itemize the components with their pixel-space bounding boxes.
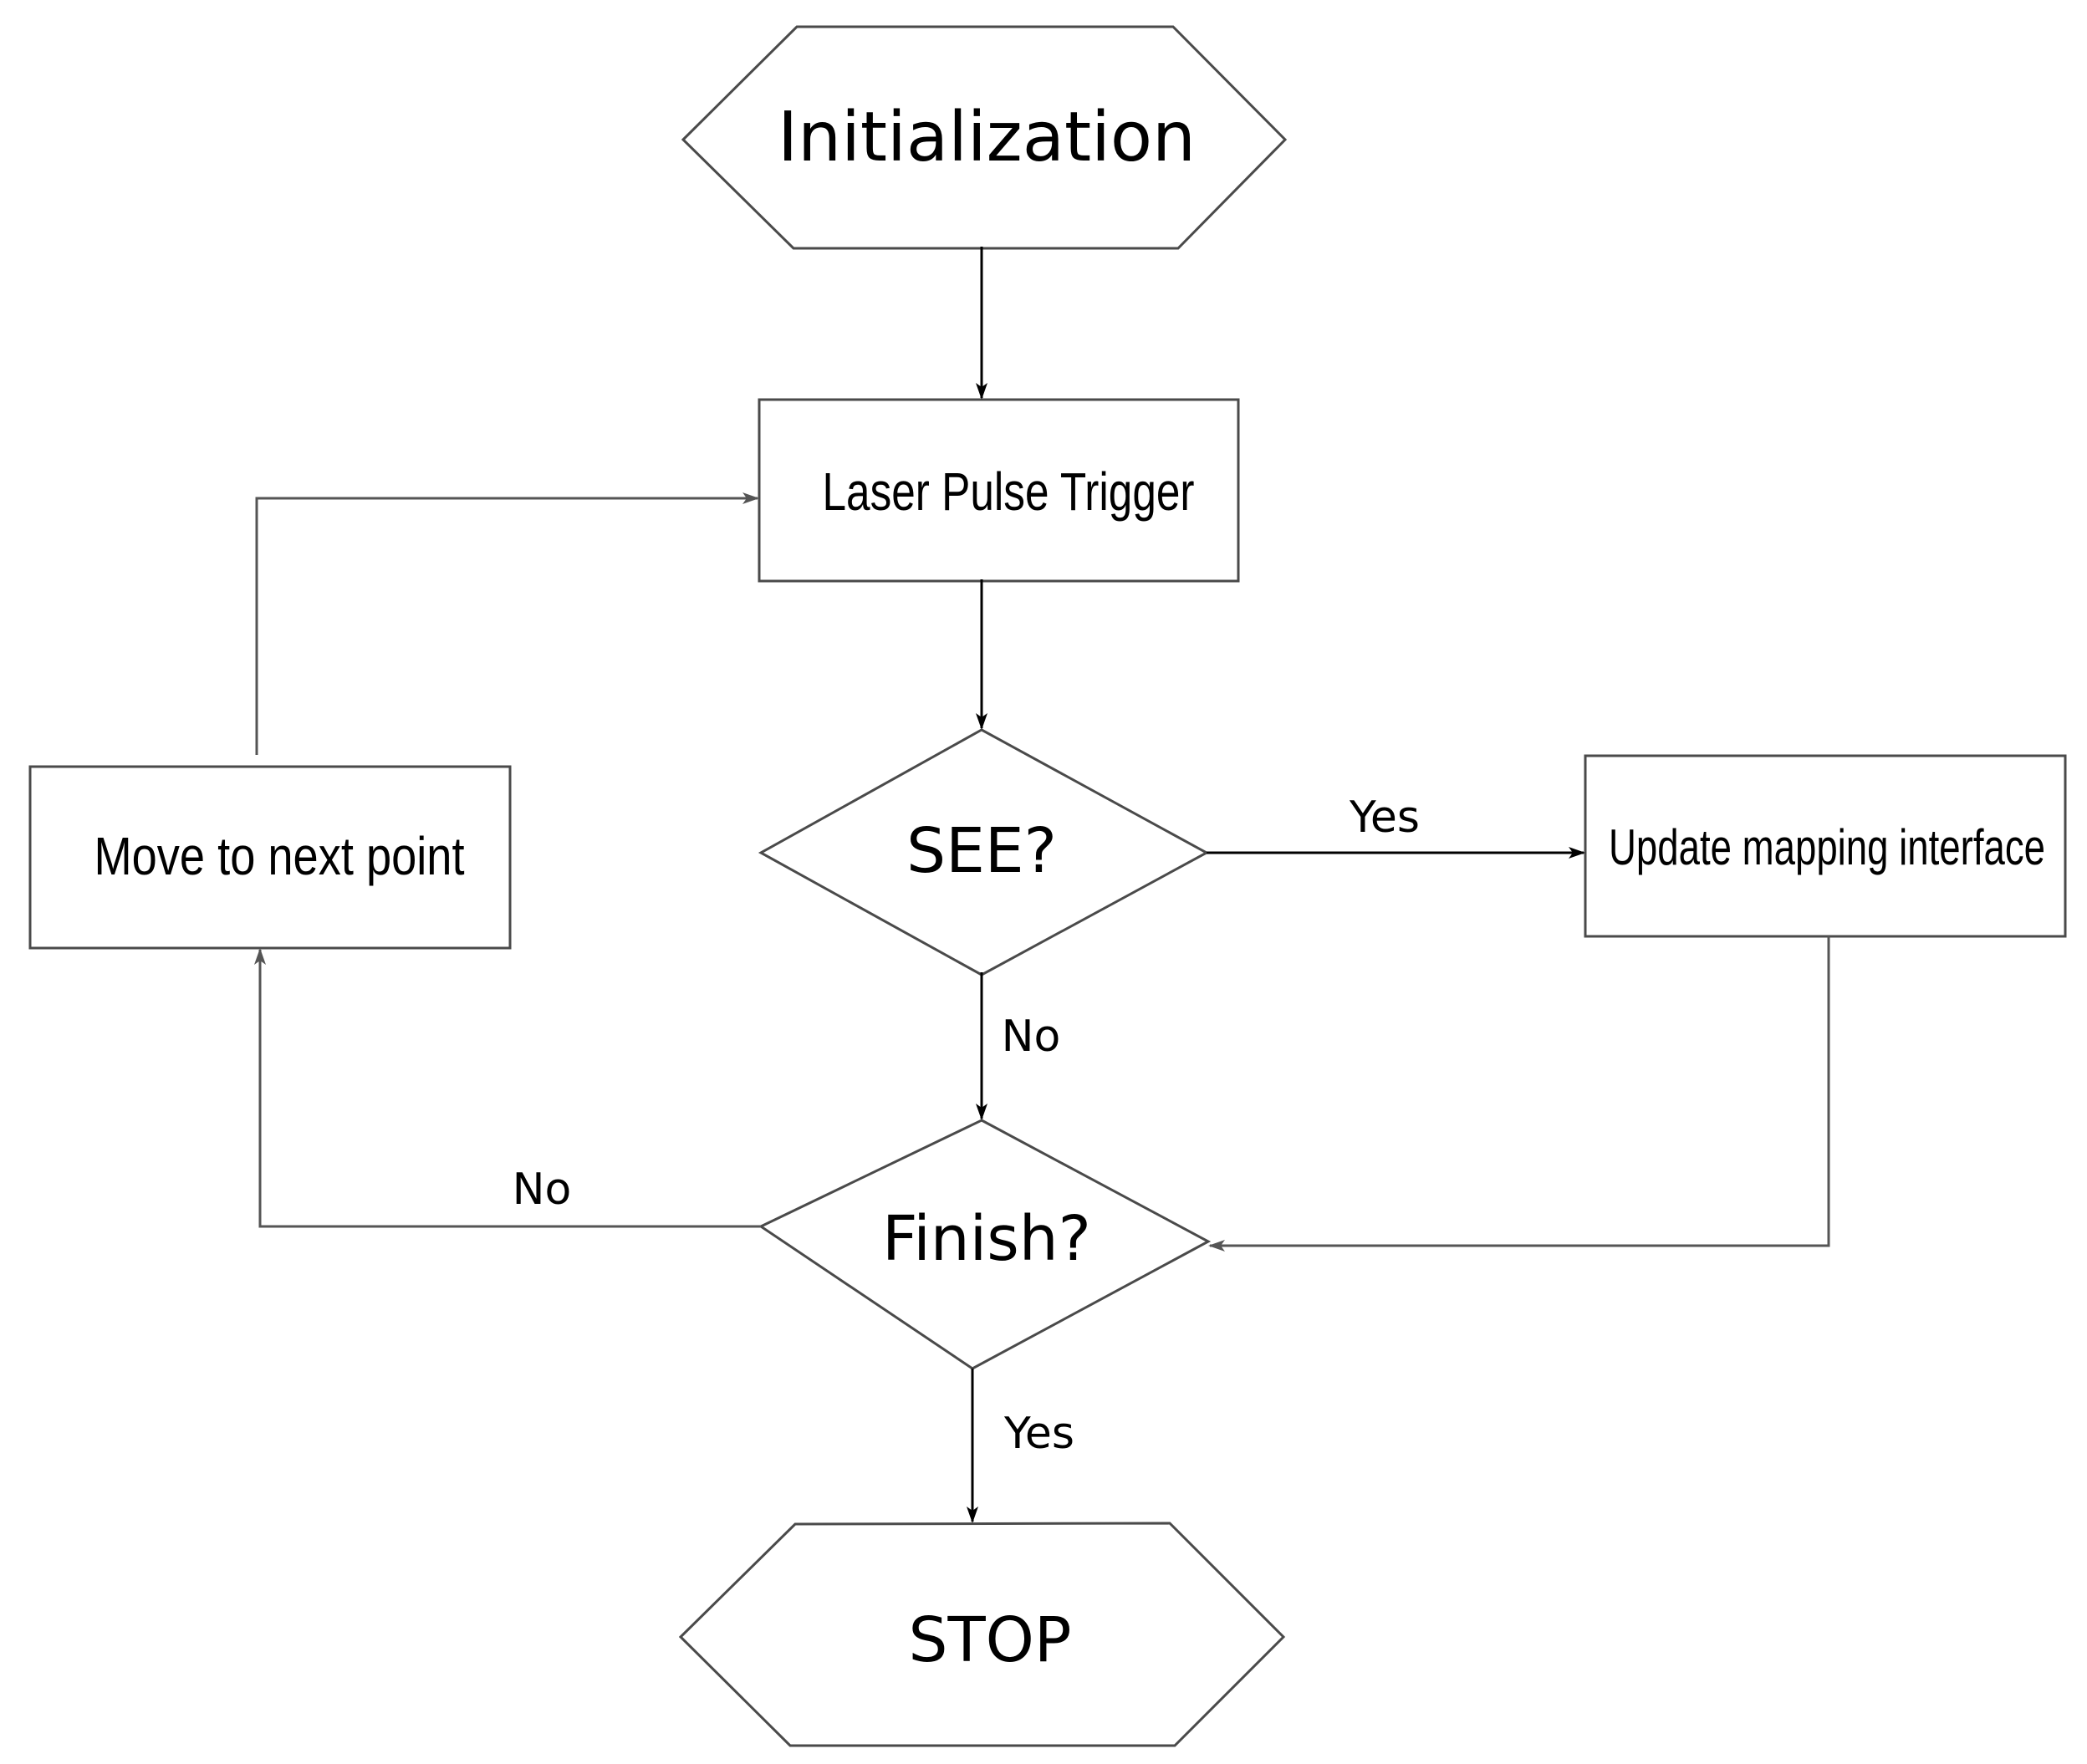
move-next-point-box xyxy=(28,765,512,950)
laser-pulse-trigger-label: Laser Pulse Trigger xyxy=(823,461,1195,522)
stop-hexagon xyxy=(678,1522,1286,1747)
see-no-label: No xyxy=(1002,1012,1061,1062)
initialization-label: Initialization xyxy=(778,98,1196,177)
stop-label: STOP xyxy=(908,1604,1071,1676)
arrow-finish-no-to-move xyxy=(254,948,761,1228)
see-yes-label: Yes xyxy=(1349,793,1420,843)
update-mapping-label: Update mapping interface xyxy=(1609,819,2045,875)
laser-pulse-trigger-node: Laser Pulse Trigger xyxy=(758,398,1240,583)
laser-pulse-trigger-box xyxy=(758,398,1240,583)
see-decision-label: SEE? xyxy=(906,815,1057,887)
initialization-hexagon xyxy=(681,25,1288,250)
finish-no-label: No xyxy=(513,1165,572,1215)
see-decision-node: SEE? xyxy=(758,728,1210,976)
finish-yes-label: Yes xyxy=(1003,1409,1074,1459)
finish-decision-label: Finish? xyxy=(882,1203,1091,1275)
stop-node: STOP xyxy=(678,1522,1286,1747)
arrow-update-to-finish xyxy=(1208,936,1830,1252)
initialization-node: Initialization xyxy=(681,25,1288,250)
move-next-point-label: Move to next point xyxy=(94,826,465,886)
finish-decision-node: Finish? xyxy=(758,1119,1212,1370)
update-mapping-node: Update mapping interface xyxy=(1584,754,2067,938)
arrow-move-to-trigger xyxy=(255,492,759,755)
move-next-point-node: Move to next point xyxy=(28,765,512,950)
update-mapping-box xyxy=(1584,754,2067,938)
